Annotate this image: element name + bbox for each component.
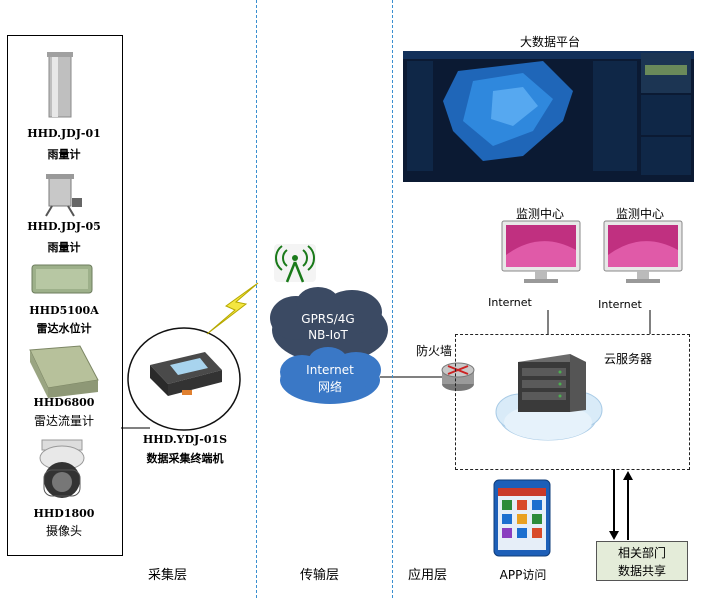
monitor-left-image: [501, 220, 581, 283]
platform-title: 大数据平台: [519, 35, 580, 49]
cloud-boundary: [455, 334, 690, 470]
camera-image: [39, 439, 85, 498]
terminal-name: 数据采集终端机: [146, 452, 224, 465]
network-label-1: GPRS/4G: [301, 312, 355, 326]
cloud-server-label: 云服务器: [603, 352, 652, 366]
mobile-network-cloud: [270, 287, 388, 363]
device-2-model: HHD.JDJ-05: [27, 220, 101, 233]
monitor-left-internet: Internet: [488, 296, 532, 309]
internet-label: Internet: [306, 363, 354, 377]
phone-app-image: [493, 479, 551, 557]
transmit-layer-label: 传输层: [300, 568, 340, 583]
monitor-right-image: [603, 220, 683, 283]
internet-cloud: [280, 347, 381, 404]
server-icon: [518, 354, 586, 412]
network-label-2: NB-IoT: [308, 328, 348, 342]
rain-gauge-05-image: [45, 174, 82, 217]
radar-level-meter-image: [31, 264, 93, 294]
internet-network-label: 网络: [317, 380, 342, 394]
big-data-platform-screenshot: [403, 51, 694, 182]
firewall-router-icon: [441, 362, 475, 391]
antenna-tower-icon: [274, 244, 316, 283]
device-4-name: 雷达流量计: [33, 414, 94, 428]
terminal-device-image: [150, 352, 222, 396]
device-3-name: 雷达水位计: [36, 322, 92, 335]
monitor-right-internet: Internet: [598, 298, 642, 311]
share-line-2: 数据共享: [617, 564, 666, 578]
device-3-model: HHD5100A: [29, 304, 99, 317]
layer-divider-1: [256, 0, 257, 598]
layer-divider-2: [392, 0, 393, 598]
platform-dashboard: [403, 51, 694, 182]
device-4-model: HHD6800: [33, 396, 95, 409]
firewall-label: 防火墙: [415, 344, 452, 358]
collect-layer-label: 采集层: [148, 568, 188, 583]
data-share-box: 相关部门 数据共享: [596, 541, 688, 581]
app-access-label: APP访问: [499, 568, 547, 582]
radar-flow-meter-image: [29, 345, 99, 398]
monitor-right-title: 监测中心: [615, 207, 664, 221]
monitor-left-title: 监测中心: [515, 207, 564, 221]
rain-gauge-01-image: [47, 52, 73, 118]
device-2-name: 雨量计: [47, 241, 81, 254]
device-5-name: 摄像头: [45, 524, 82, 538]
terminal-model: HHD.YDJ-01S: [142, 433, 228, 446]
share-line-1: 相关部门: [617, 546, 666, 560]
lightning-icon: [206, 282, 259, 335]
device-5-model: HHD1800: [33, 507, 95, 520]
device-list-panel: [7, 35, 123, 556]
device-1-name: 雨量计: [47, 148, 81, 161]
device-1-model: HHD.JDJ-01: [27, 127, 101, 140]
apply-layer-label: 应用层: [408, 568, 448, 583]
